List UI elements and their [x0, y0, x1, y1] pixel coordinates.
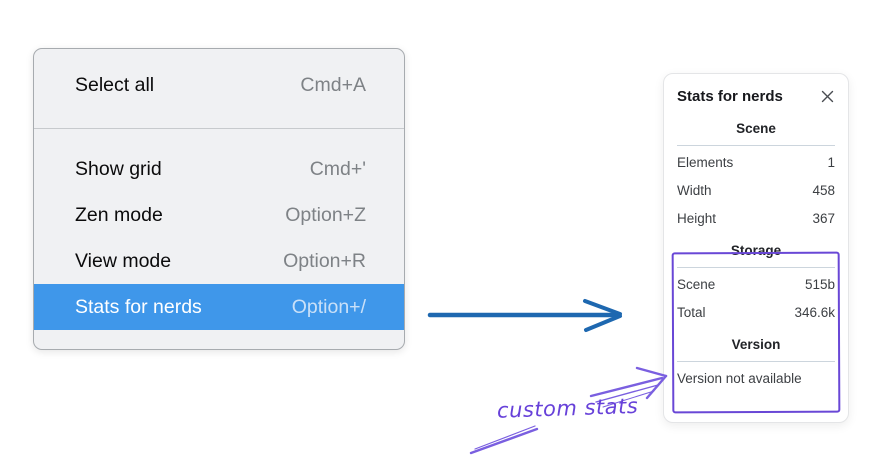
- menu-item-stats-for-nerds[interactable]: Stats for nerds Option+/: [34, 284, 404, 330]
- menu-item-label: Select all: [75, 73, 155, 96]
- stats-panel: Stats for nerds Scene Elements 1 Width 4…: [663, 73, 849, 423]
- blue-arrow: [427, 299, 622, 332]
- menu-item-view-mode[interactable]: View mode Option+R: [34, 238, 404, 284]
- section-storage: Storage Scene 515b Total 346.6k: [677, 241, 835, 327]
- stat-label: Total: [677, 305, 706, 320]
- stat-row: Scene 515b: [677, 271, 835, 299]
- menu-item-label: Stats for nerds: [75, 295, 202, 318]
- stat-label: Scene: [677, 277, 716, 292]
- menu-item-label: View mode: [75, 249, 172, 272]
- stat-value: 346.6k: [794, 305, 835, 320]
- stat-row: Height 367: [677, 205, 835, 233]
- stat-value: 458: [812, 183, 835, 198]
- stat-value: 367: [812, 211, 835, 226]
- version-note: Version not available: [677, 371, 802, 386]
- stat-label: Height: [677, 211, 717, 226]
- menu-divider: [34, 128, 404, 129]
- stat-row: Total 346.6k: [677, 299, 835, 327]
- menu-item-shortcut: Cmd+': [309, 157, 366, 180]
- close-button[interactable]: [819, 89, 835, 105]
- menu-item-show-grid[interactable]: Show grid Cmd+': [34, 146, 404, 192]
- stat-row: Elements 1: [677, 149, 835, 177]
- section-scene: Scene Elements 1 Width 458 Height 367: [677, 119, 835, 233]
- stats-panel-title: Stats for nerds: [677, 88, 783, 105]
- menu-item-select-all[interactable]: Select all Cmd+A: [34, 62, 404, 108]
- close-icon: [821, 90, 833, 103]
- menu-item-shortcut: Cmd+A: [300, 73, 366, 96]
- section-title: Scene: [736, 121, 776, 136]
- section-title: Version: [731, 337, 781, 352]
- stat-row: Width 458: [677, 177, 835, 205]
- menu-item-label: Show grid: [75, 157, 162, 180]
- section-version: Version Version not available: [677, 335, 835, 393]
- stat-value: 1: [827, 155, 835, 170]
- menu-item-label: Zen mode: [75, 203, 163, 226]
- section-divider: [677, 267, 835, 268]
- menu-item-shortcut: Option+R: [283, 249, 366, 272]
- stat-label: Width: [677, 183, 712, 198]
- annotation-label: custom stats: [496, 393, 639, 423]
- stat-value: 515b: [804, 277, 835, 292]
- section-title: Storage: [730, 243, 782, 258]
- stat-label: Elements: [677, 155, 734, 170]
- menu-item-shortcut: Option+/: [291, 295, 366, 318]
- menu-item-zen-mode[interactable]: Zen mode Option+Z: [34, 192, 404, 238]
- section-divider: [677, 361, 835, 362]
- stats-panel-header: Stats for nerds: [677, 88, 835, 105]
- context-menu: Select all Cmd+A Show grid Cmd+' Zen mod…: [33, 48, 405, 350]
- section-divider: [677, 145, 835, 146]
- menu-item-shortcut: Option+Z: [285, 203, 366, 226]
